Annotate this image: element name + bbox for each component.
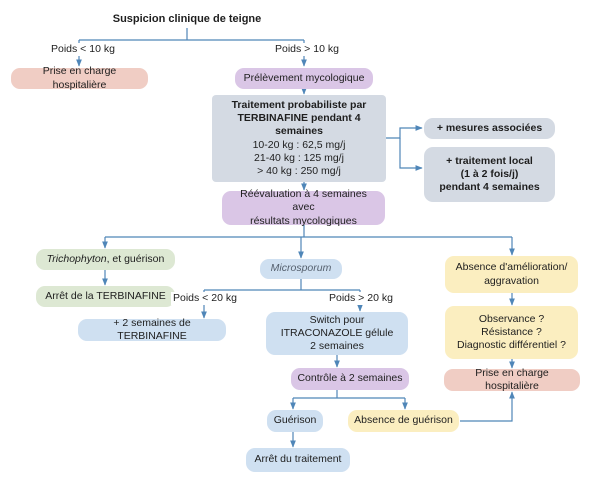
trichophyton-label: Trichophyton, et guérison <box>47 253 165 266</box>
treatment-line-2: TERBINAFINE pendant 4 semaines <box>237 112 361 138</box>
stop-treatment-box: Arrêt du traitement <box>246 448 350 472</box>
local-treatment-line-1: + traitement local <box>446 154 533 167</box>
switch-line-2: 2 semaines <box>310 340 364 353</box>
suspicion-title: Suspicion clinique de teigne <box>112 11 262 28</box>
edge-label-weight-under-10: Poids < 10 kg <box>49 43 117 56</box>
switch-itraconazole-box: Switch pour ITRACONAZOLE gélule 2 semain… <box>266 312 408 355</box>
no-improvement-box: Absence d'amélioration/ aggravation <box>445 256 578 293</box>
no-improvement-line-1: Absence d'amélioration/ <box>455 261 568 274</box>
questions-line-2: Résistance ? <box>481 325 542 338</box>
suspicion-label: Suspicion clinique de teigne <box>112 12 262 25</box>
hospital-care-bottom-label: Prise en charge hospitalière <box>475 366 549 392</box>
stop-terbinafine-label: Arrêt de la TERBINAFINE <box>45 289 166 302</box>
local-treatment-line-3: pendant 4 semaines <box>439 181 540 194</box>
questions-line-3: Diagnostic différentiel ? <box>457 339 566 352</box>
treatment-dose-2: 21-40 kg : 125 mg/j <box>254 151 344 164</box>
reevaluation-line-1: Réévaluation à 4 semaines avec <box>240 188 367 214</box>
switch-line-1: Switch pour ITRACONAZOLE gélule <box>280 313 394 339</box>
control-two-weeks-label: Contrôle à 2 semaines <box>297 372 403 385</box>
edge-label-weight-over-10: Poids > 10 kg <box>273 43 341 56</box>
stop-terbinafine-box: Arrêt de la TERBINAFINE <box>36 286 175 307</box>
treatment-line-1: Traitement probabiliste par <box>231 99 367 112</box>
cure-label: Guérison <box>273 414 317 427</box>
edge-treatment-side <box>386 125 423 139</box>
reevaluation-box: Réévaluation à 4 semaines avec résultats… <box>222 188 385 227</box>
local-treatment-line-2: (1 à 2 fois/j) <box>460 167 519 180</box>
plus-two-weeks-label: + 2 semaines de TERBINAFINE <box>113 316 191 342</box>
edge-label-weight-under-20: Poids < 20 kg <box>171 292 239 305</box>
trichophyton-genus: Trichophyton <box>46 252 107 265</box>
no-cure-box: Absence de guérison <box>348 410 459 432</box>
treatment-dose-3: > 40 kg : 250 mg/j <box>257 164 341 177</box>
local-treatment-box: + traitement local (1 à 2 fois/j) pendan… <box>424 147 555 202</box>
no-improvement-line-2: aggravation <box>484 274 539 287</box>
hospital-care-bottom-box: Prise en charge hospitalière <box>444 366 580 392</box>
associated-measures-label: + mesures associées <box>436 121 543 134</box>
questions-line-1: Observance ? <box>478 312 545 325</box>
hospital-care-top-box: Prise en charge hospitalière <box>11 65 148 91</box>
microsporum-box: Microsporum <box>260 259 342 279</box>
plus-two-weeks-box: + 2 semaines de TERBINAFINE <box>78 316 226 342</box>
reevaluation-line-2: résultats mycologiques <box>250 214 357 227</box>
microsporum-label: Microsporum <box>270 262 332 275</box>
edge-no-cure-hospital <box>460 391 515 422</box>
mycology-sample-label: Prélèvement mycologique <box>243 71 365 84</box>
questions-box: Observance ? Résistance ? Diagnostic dif… <box>445 306 578 359</box>
mycology-sample-box: Prélèvement mycologique <box>235 68 373 89</box>
edge-treatment-local <box>399 138 423 171</box>
probabilistic-treatment-box: Traitement probabiliste par TERBINAFINE … <box>212 95 386 182</box>
edge-label-weight-over-20: Poids > 20 kg <box>327 292 395 305</box>
control-two-weeks-box: Contrôle à 2 semaines <box>291 368 409 390</box>
treatment-dose-1: 10-20 kg : 62,5 mg/j <box>252 138 346 151</box>
stop-treatment-label: Arrêt du traitement <box>254 453 342 466</box>
trichophyton-rest: , et guérison <box>106 252 165 265</box>
trichophyton-box: Trichophyton, et guérison <box>36 249 175 270</box>
cure-box: Guérison <box>267 410 323 432</box>
no-cure-label: Absence de guérison <box>354 414 453 427</box>
associated-measures-box: + mesures associées <box>424 118 555 139</box>
hospital-care-top-label: Prise en charge hospitalière <box>42 65 117 91</box>
